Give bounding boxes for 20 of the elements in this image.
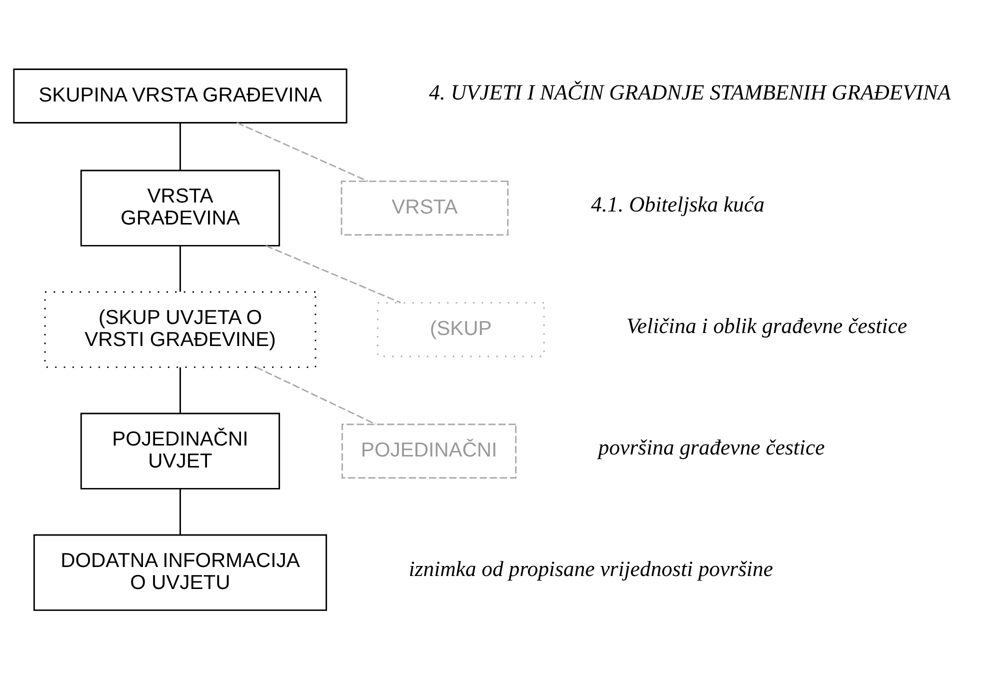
node-box: VRSTA GRAĐEVINA [80, 169, 280, 246]
label: Veličina i oblik građevne čestice [626, 314, 908, 338]
node-box: VRSTA [340, 180, 509, 236]
label: 4.1. Obiteljska kuća [591, 192, 764, 216]
connector [180, 366, 181, 413]
node-box: POJEDINAČNI [342, 423, 517, 478]
node-box: (SKUP [376, 302, 545, 357]
node-box: (SKUP UVJETA O VRSTI GRAĐEVINE) [44, 290, 316, 368]
label: iznimka od propisane vrijednosti površine [408, 556, 774, 581]
label: površina građevne čestice [598, 435, 825, 460]
node-box: POJEDINAČNI UVJET [80, 412, 280, 489]
node-box: DODATNA INFORMACIJA O UVJETU [33, 534, 328, 610]
label: 4. UVJETI I NAČIN GRADNJE STAMBENIH GRAĐEVINA [429, 80, 951, 104]
connector [180, 245, 181, 292]
connector [266, 244, 401, 303]
connector [236, 122, 368, 182]
connector [256, 366, 376, 424]
connector [180, 488, 181, 534]
connector [180, 122, 181, 170]
node-box: SKUPINA VRSTA GRAĐEVINA [13, 68, 348, 123]
